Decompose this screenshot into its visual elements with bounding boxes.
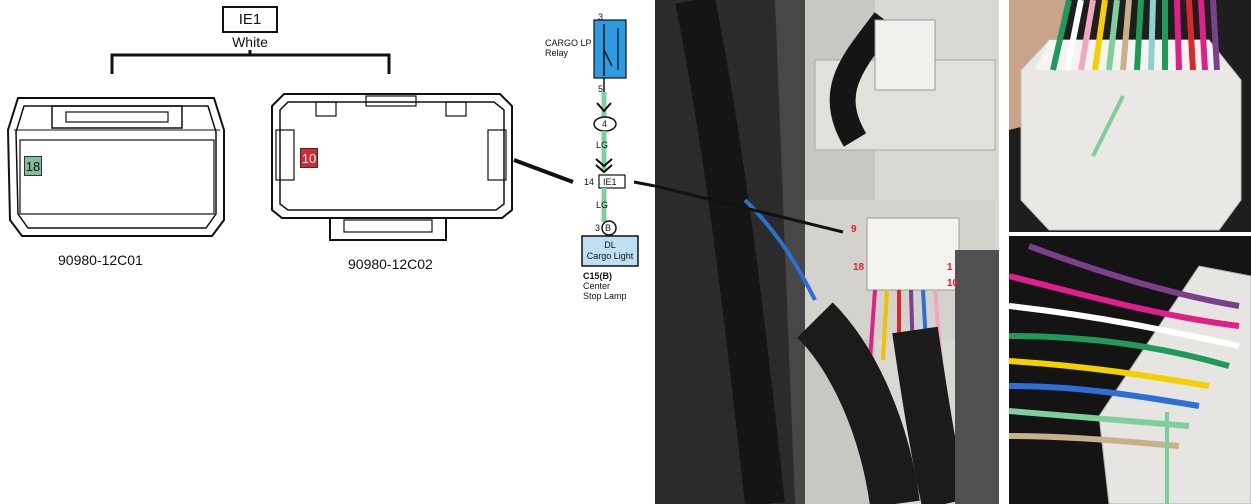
relay-type: Relay [545, 48, 569, 58]
relay-box [593, 19, 627, 79]
relay-name: CARGO LP [545, 38, 592, 48]
lamp-desc-line2: Stop Lamp [583, 291, 627, 301]
connector-b-pin-10: 10 [300, 148, 318, 168]
connector-code-box: IE1 [222, 6, 278, 33]
callout-pin-10: 10 [947, 278, 959, 289]
connector-color-label: White [232, 34, 268, 50]
lamp-label-line2: Cargo Light [586, 251, 634, 261]
arrow-icon [596, 102, 612, 113]
lamp-desc-line1: Center [583, 281, 611, 291]
ie1-junction-box [598, 174, 626, 189]
lamp-code: C15(B) [583, 271, 613, 281]
wire-color-label-2: LG [596, 200, 609, 210]
callout-pin-1: 1 [947, 262, 953, 273]
connector-a-housing [6, 97, 225, 237]
wiring-diagram-graphics [513, 19, 655, 267]
wire-color-label-1: LG [596, 140, 609, 150]
ie1-code: IE1 [603, 177, 617, 187]
lamp-pin-letter: B [605, 223, 612, 233]
relay-pin-3: 3 [598, 12, 604, 22]
ie1-pin-number: 14 [584, 177, 595, 187]
connector-a-part-number: 90980-12C01 [58, 252, 143, 268]
callout-pin-18: 18 [853, 262, 865, 273]
pointer-line-connector-b [513, 158, 574, 184]
photo-connector-top-view [1009, 0, 1251, 232]
callout-pin-9: 9 [851, 224, 857, 235]
relay-pin-5: 5 [598, 84, 604, 94]
lamp-pin-number: 3 [595, 223, 601, 233]
pointer-line-top-photo [1091, 95, 1125, 157]
connector-code: IE1 [238, 11, 262, 28]
connector-bracket [110, 50, 391, 74]
photo-installed-connector: 9 18 1 10 [655, 0, 999, 504]
lamp-pin-circle [601, 220, 617, 236]
pointer-line-ie1 [633, 180, 655, 188]
lamp-label-line1: DL [604, 240, 616, 250]
connector-b-part-number: 90980-12C02 [348, 256, 433, 272]
connector-a-pin-18: 18 [24, 156, 42, 176]
junction-number: 4 [602, 119, 608, 129]
cargo-light-box [581, 235, 639, 267]
connector-b-housing [271, 93, 513, 241]
photo-connector-side-view [1009, 236, 1251, 504]
